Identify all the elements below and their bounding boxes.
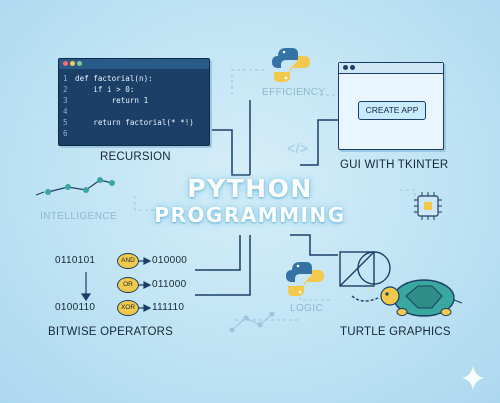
connector-bitwise-1 <box>195 235 241 271</box>
xor-operator-badge: XOR <box>117 300 139 316</box>
gui-app-window: CREATE APP <box>338 62 444 150</box>
minimize-dot-icon <box>70 61 75 66</box>
code-line: 2 if i > 0: <box>63 85 135 94</box>
efficiency-label: EFFICIENCY <box>262 87 326 98</box>
window-dot-icon <box>343 65 348 70</box>
code-text: def factorial(n): <box>75 74 153 83</box>
code-line: 5 return factorial(* *!) <box>63 118 194 127</box>
sparkle-icon <box>462 366 484 390</box>
code-text: return 1 <box>75 96 149 105</box>
code-symbol-icon: </> <box>287 140 309 156</box>
gui-tkinter-label: GUI WITH TKINTER <box>340 159 449 171</box>
chip-icon <box>414 192 442 220</box>
bitwise-input-2: 0100110 <box>55 302 96 313</box>
bitwise-input-1: 0110101 <box>55 255 96 266</box>
connector-gui <box>300 119 338 166</box>
code-line: 4 <box>63 107 68 116</box>
and-operator-badge: AND <box>117 253 139 269</box>
gui-window-titlebar <box>339 63 443 74</box>
maximize-dot-icon <box>77 61 82 66</box>
recursion-label: RECURSION <box>100 151 171 163</box>
logic-label: LOGIC <box>290 303 324 314</box>
intelligence-line-chart <box>35 177 115 196</box>
code-line: 6 <box>63 129 68 138</box>
faint-line-chart <box>229 311 275 333</box>
faint-dashed-paths <box>134 69 416 321</box>
title-line-2: PROGRAMMING <box>154 203 346 227</box>
solid-connectors <box>195 100 338 296</box>
bitwise-operators-label: BITWISE OPERATORS <box>48 326 174 338</box>
turtle-shapes <box>339 251 391 302</box>
window-dot-icon <box>350 65 355 70</box>
code-window-titlebar <box>59 59 209 69</box>
code-line: 3 return 1 <box>63 96 149 105</box>
connector-turtle <box>290 234 338 256</box>
python-logo-icon-2 <box>286 262 324 296</box>
turtle-graphics-label: TURTLE GRAPHICS <box>340 326 451 338</box>
code-text: return factorial(* *!) <box>75 118 194 127</box>
bitwise-output-2: 011000 <box>152 279 187 290</box>
create-app-button[interactable]: CREATE APP <box>358 101 426 120</box>
close-dot-icon <box>63 61 68 66</box>
connector-recursion <box>208 129 250 176</box>
or-operator-badge: OR <box>117 277 139 293</box>
bitwise-arrows <box>80 257 152 312</box>
python-logo-icon <box>272 48 310 82</box>
intelligence-label: INTELLIGENCE <box>40 211 118 222</box>
connector-bitwise-2 <box>195 235 251 296</box>
code-text: if i > 0: <box>75 85 135 94</box>
turtle-icon <box>380 279 463 317</box>
bitwise-output-1: 010000 <box>152 255 188 266</box>
title-line-1: PYTHON <box>187 174 313 203</box>
bitwise-output-3: 111110 <box>152 302 185 313</box>
